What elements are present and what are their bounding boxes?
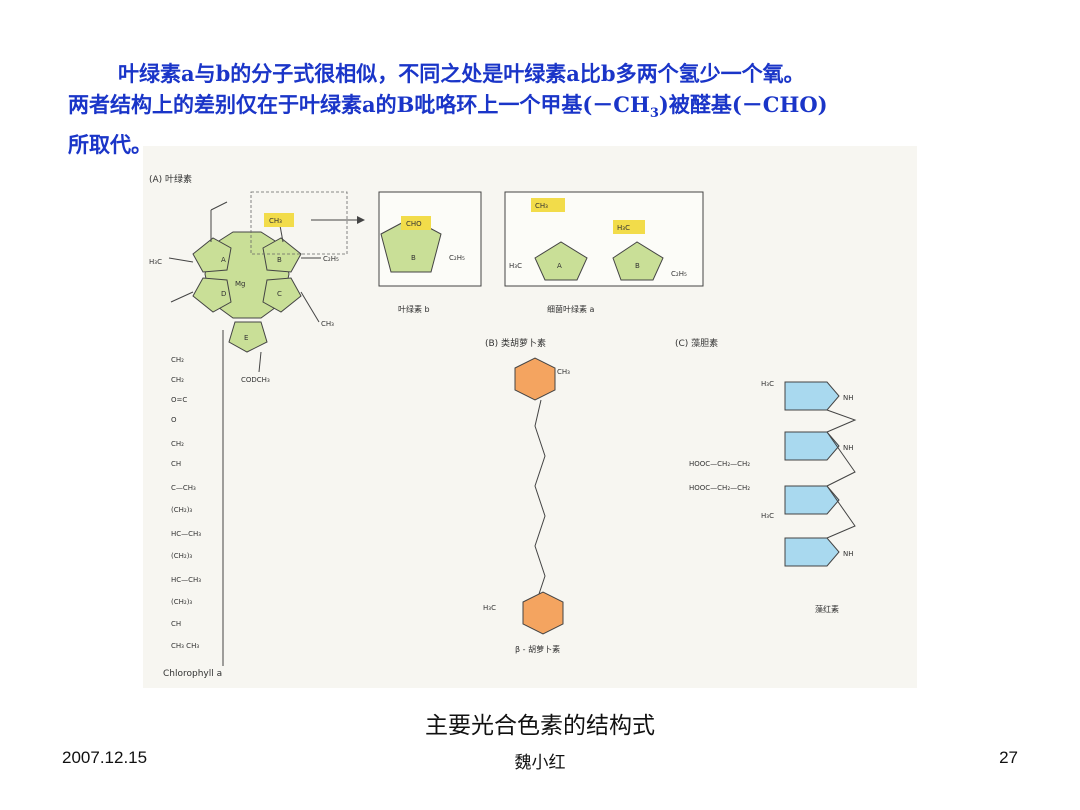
chain-label: (CH₂)₃ bbox=[171, 552, 192, 560]
cho-highlight bbox=[401, 216, 431, 230]
carotene-bottom-ring bbox=[522, 591, 564, 635]
phycobilin-h3c-1: H₃C bbox=[761, 380, 774, 388]
phycobilin-ring-4 bbox=[784, 537, 840, 567]
phycobilin-nh-3: NH bbox=[843, 550, 854, 558]
mg-label: Mg bbox=[235, 280, 245, 288]
chain-label: CH bbox=[171, 460, 181, 468]
chain-label: (CH₂)₃ bbox=[171, 598, 192, 606]
bacterio-ring-b bbox=[612, 241, 664, 281]
figure-caption: 主要光合色素的结构式 bbox=[425, 713, 655, 739]
phycobilin-h3c-2: H₃C bbox=[761, 512, 774, 520]
phycobilin-nh-1: NH bbox=[843, 394, 854, 402]
carotene-chain bbox=[534, 399, 546, 595]
ch3-tag: CH₃ bbox=[269, 217, 282, 225]
intro-line-2-end: )被醛基(－CHO) bbox=[658, 92, 828, 117]
beta-carotene-label: β - 胡萝卜素 bbox=[515, 644, 560, 654]
phycobilin-bridges bbox=[826, 409, 857, 539]
ch3-label-c: CH₃ bbox=[321, 320, 334, 328]
chain-label: C—CH₃ bbox=[171, 484, 196, 492]
phycobilin-nh-2: NH bbox=[843, 444, 854, 452]
bacterio-ch3-highlight bbox=[531, 198, 565, 212]
bacterio-h3c-left: H₃C bbox=[509, 262, 522, 270]
cho-tag: CHO bbox=[406, 220, 422, 228]
chain-label: CH₂ bbox=[171, 440, 184, 448]
carotene-ch3-label: CH₃ bbox=[557, 368, 570, 376]
carotene-h3c-label: H₃C bbox=[483, 604, 496, 612]
bacterio-ring-b-label: B bbox=[635, 262, 640, 270]
panel-c-label: (C) 藻胆素 bbox=[675, 337, 718, 349]
phycobilin-hooc-1: HOOC—CH₂—CH₂ bbox=[689, 460, 750, 468]
intro-line-1: 叶绿素a与b的分子式很相似，不同之处是叶绿素a比b多两个氢少一个氧。 bbox=[118, 61, 805, 86]
chl-b-ring-label: B bbox=[411, 254, 416, 262]
arrow-head-icon bbox=[357, 216, 365, 224]
ring-d-label: D bbox=[221, 290, 226, 298]
chain-label: CH₂ bbox=[171, 376, 184, 384]
chain-label: HC—CH₃ bbox=[171, 576, 201, 584]
ch3-highlight bbox=[264, 213, 294, 227]
ring-c-label: C bbox=[277, 290, 282, 298]
bacterio-h3c-highlight bbox=[613, 220, 645, 234]
footer-date: 2007.12.15 bbox=[62, 748, 148, 767]
phycobilin-hooc-2: HOOC—CH₂—CH₂ bbox=[689, 484, 750, 492]
bacteriochlorophyll-label: 细菌叶绿素 a bbox=[547, 304, 595, 314]
c2h5-label-b: C₂H₅ bbox=[449, 254, 465, 262]
chlorophyll-a-label: Chlorophyll a bbox=[163, 669, 222, 679]
ring-e-label: E bbox=[244, 334, 248, 342]
chlorophyll-a-structure bbox=[168, 201, 321, 666]
phycoerythrin-label: 藻红素 bbox=[815, 604, 839, 614]
chain-label: (CH₂)₃ bbox=[171, 506, 192, 514]
phycobilin-ring-3 bbox=[784, 485, 840, 515]
h3c-label-a: H₃C bbox=[149, 258, 162, 266]
chl-b-label: 叶绿素 b bbox=[398, 304, 430, 314]
page-number: 27 bbox=[999, 748, 1018, 767]
bacterio-h3c-tag: H₃C bbox=[617, 224, 630, 232]
ring-b-label: B bbox=[277, 256, 282, 264]
pigment-structure-figure: (A) 叶绿素 CH₃ A B C D E Mg H₃C C₂H₅ CH₃ CO… bbox=[143, 146, 917, 688]
intro-paragraph: 叶绿素a与b的分子式很相似，不同之处是叶绿素a比b多两个氢少一个氧。 两者结构上… bbox=[68, 58, 1018, 160]
bacterio-ch3-tag: CH₃ bbox=[535, 202, 548, 210]
bacterio-ring-a-label: A bbox=[557, 262, 562, 270]
phycobilin-ring-1 bbox=[784, 381, 840, 411]
footer-author: 魏小红 bbox=[514, 753, 566, 773]
dashed-selection-box bbox=[250, 191, 348, 255]
intro-line-2-start: 两者结构上的差别仅在于叶绿素a的B吡咯环上一个甲基(－CH bbox=[68, 92, 650, 117]
chain-label: O=C bbox=[171, 396, 187, 404]
panel-b-label: (B) 类胡萝卜素 bbox=[485, 337, 546, 349]
carotene-top-ring bbox=[514, 357, 556, 401]
phycobilin-ring-2 bbox=[784, 431, 840, 461]
coch3-label: CODCH₃ bbox=[241, 376, 270, 384]
panel-a-label: (A) 叶绿素 bbox=[149, 173, 192, 185]
phytol-chain: CH₂ CH₂ O=C O CH₂ CH C—CH₃ (CH₂)₃ HC—CH₃… bbox=[171, 356, 201, 650]
chain-label: CH₂ bbox=[171, 356, 184, 364]
chain-label: O bbox=[171, 416, 177, 424]
chain-label: CH₃ CH₃ bbox=[171, 642, 199, 650]
bacterio-c2h5: C₂H₅ bbox=[671, 270, 687, 278]
chain-label: HC—CH₃ bbox=[171, 530, 201, 538]
chain-label: CH bbox=[171, 620, 181, 628]
intro-line-2: 两者结构上的差别仅在于叶绿素a的B吡咯环上一个甲基(－CH3)被醛基(－CHO) bbox=[68, 89, 1018, 129]
ring-a-label: A bbox=[221, 256, 226, 264]
intro-line-3: 所取代。 bbox=[68, 132, 152, 158]
c2h5-label-a: C₂H₅ bbox=[323, 255, 339, 263]
bacterio-ring-a bbox=[534, 241, 588, 281]
intro-subscript: 3 bbox=[649, 106, 659, 122]
